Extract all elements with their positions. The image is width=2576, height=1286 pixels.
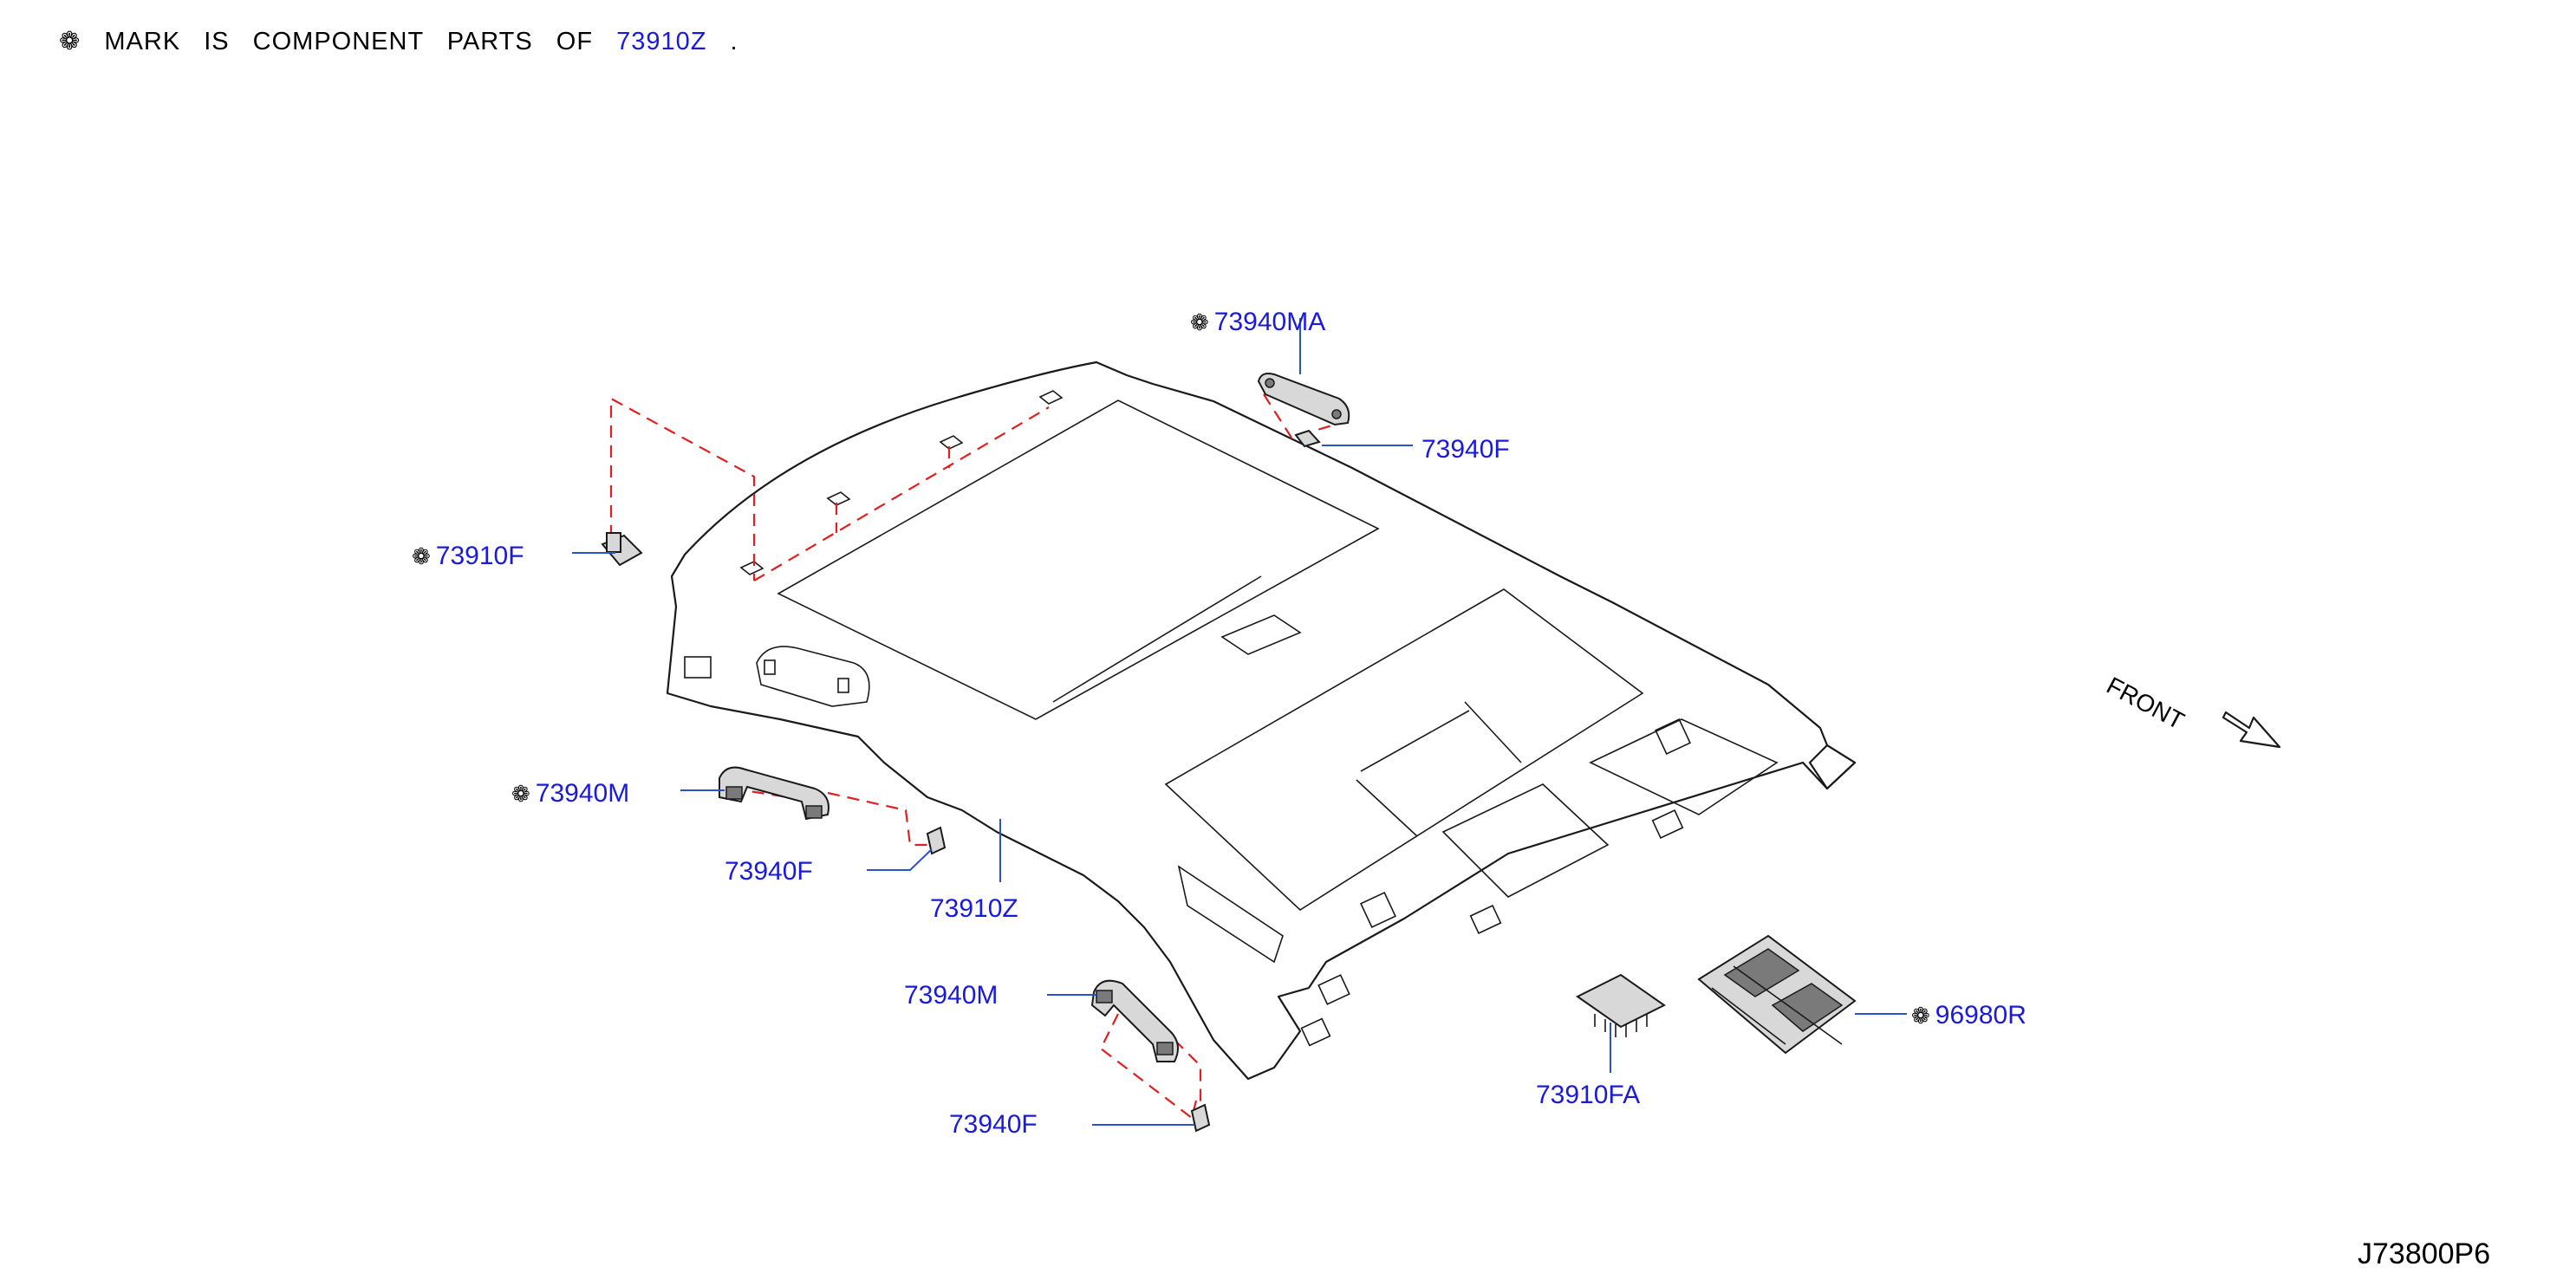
label-73940M-left[interactable]: ❁73940M [511,781,629,807]
part-73940MA-handle[interactable] [1257,373,1350,426]
star-mark-icon: ❁ [511,781,530,807]
diagram-id: J73800P6 [2358,1237,2491,1270]
diagram-note: ❁ MARK IS COMPONENT PARTS OF 73910Z . [59,26,738,56]
coat-hook-slot-3 [1651,809,1684,839]
map-lamp-opening [1220,614,1302,655]
part-73910F-clip[interactable] [601,532,643,567]
part-73940M-handle-left[interactable] [719,766,829,821]
note-period: . [730,28,738,55]
coat-hook-slot [1317,974,1350,1005]
rear-lamp-opening [1441,783,1610,898]
star-mark-icon: ❁ [1911,1003,1930,1029]
clip-pad [739,561,764,575]
headlining-panel [666,360,1857,1081]
part-73940F-clip-left[interactable] [926,826,946,855]
clip-pad-3 [939,435,964,450]
label-73940F-top[interactable]: 73940F [1421,437,1510,463]
guide-73940M-left [827,791,936,847]
label-73940F-bottom[interactable]: 73940F [949,1112,1038,1138]
guide-73910F [609,397,756,581]
lower-handle-recess [1177,865,1284,964]
part-73940F-clip-top[interactable] [1294,429,1321,448]
front-arrow-icon [2221,711,2281,749]
part-code: 73940M [535,779,630,808]
part-code: 73940F [949,1110,1038,1139]
roof-crease-line-2 [1360,710,1470,772]
part-code: 73910Z [930,894,1018,923]
rear-slot [1300,1017,1331,1047]
part-code: 73940MA [1213,308,1326,336]
clip-pad-4 [1038,390,1064,405]
part-code: 73940M [904,981,999,1010]
rear-roof-panel-outline [1164,588,1644,912]
part-96980R-console[interactable] [1697,934,1857,1055]
part-code: 73910F [435,542,524,570]
note-text: MARK IS COMPONENT PARTS OF [104,28,594,55]
rear-edge-flap [1808,744,1857,790]
roof-crease-line-4 [1464,701,1522,763]
label-96980R[interactable]: ❁96980R [1911,1003,2026,1029]
guide-73940M-bottom-2 [1174,1039,1202,1114]
front-roof-panel-outline [777,399,1380,720]
clip-block [1360,892,1396,928]
part-73940M-handle-bottom[interactable] [1090,979,1179,1062]
rear-side-recess [1589,718,1779,815]
star-mark-icon: ❁ [59,28,81,55]
star-mark-icon: ❁ [412,543,431,569]
leader-73940F-left [867,848,933,871]
label-73940M-bottom[interactable]: 73940M [904,983,998,1009]
label-73910Z[interactable]: 73910Z [930,896,1018,922]
recess-slot-2 [837,678,849,693]
label-73910FA[interactable]: 73910FA [1536,1082,1640,1108]
part-code: 73910FA [1536,1081,1641,1109]
rear-vent-slot [684,656,712,679]
recess-slot [764,659,776,675]
label-73940MA[interactable]: ❁73940MA [1190,309,1325,335]
label-73940F-left[interactable]: 73940F [725,859,813,885]
star-mark-icon: ❁ [1190,309,1209,335]
coat-hook-slot-2 [1469,905,1502,934]
label-73910F[interactable]: ❁73910F [412,543,524,569]
roof-crease-line [1052,575,1262,703]
part-73910FA-pad[interactable] [1576,973,1666,1037]
note-part-link[interactable]: 73910Z [616,28,707,55]
clip-pad-2 [826,491,851,506]
part-73940F-clip-bottom[interactable] [1190,1103,1211,1133]
part-code: 73940F [1421,435,1510,464]
part-code: 73940F [725,857,813,886]
part-code: 96980R [1935,1001,2026,1029]
left-handle-recess [756,646,870,707]
guide-clips-row [753,406,1050,581]
roof-crease-line-3 [1356,779,1418,837]
clip-block-2 [1655,718,1691,755]
